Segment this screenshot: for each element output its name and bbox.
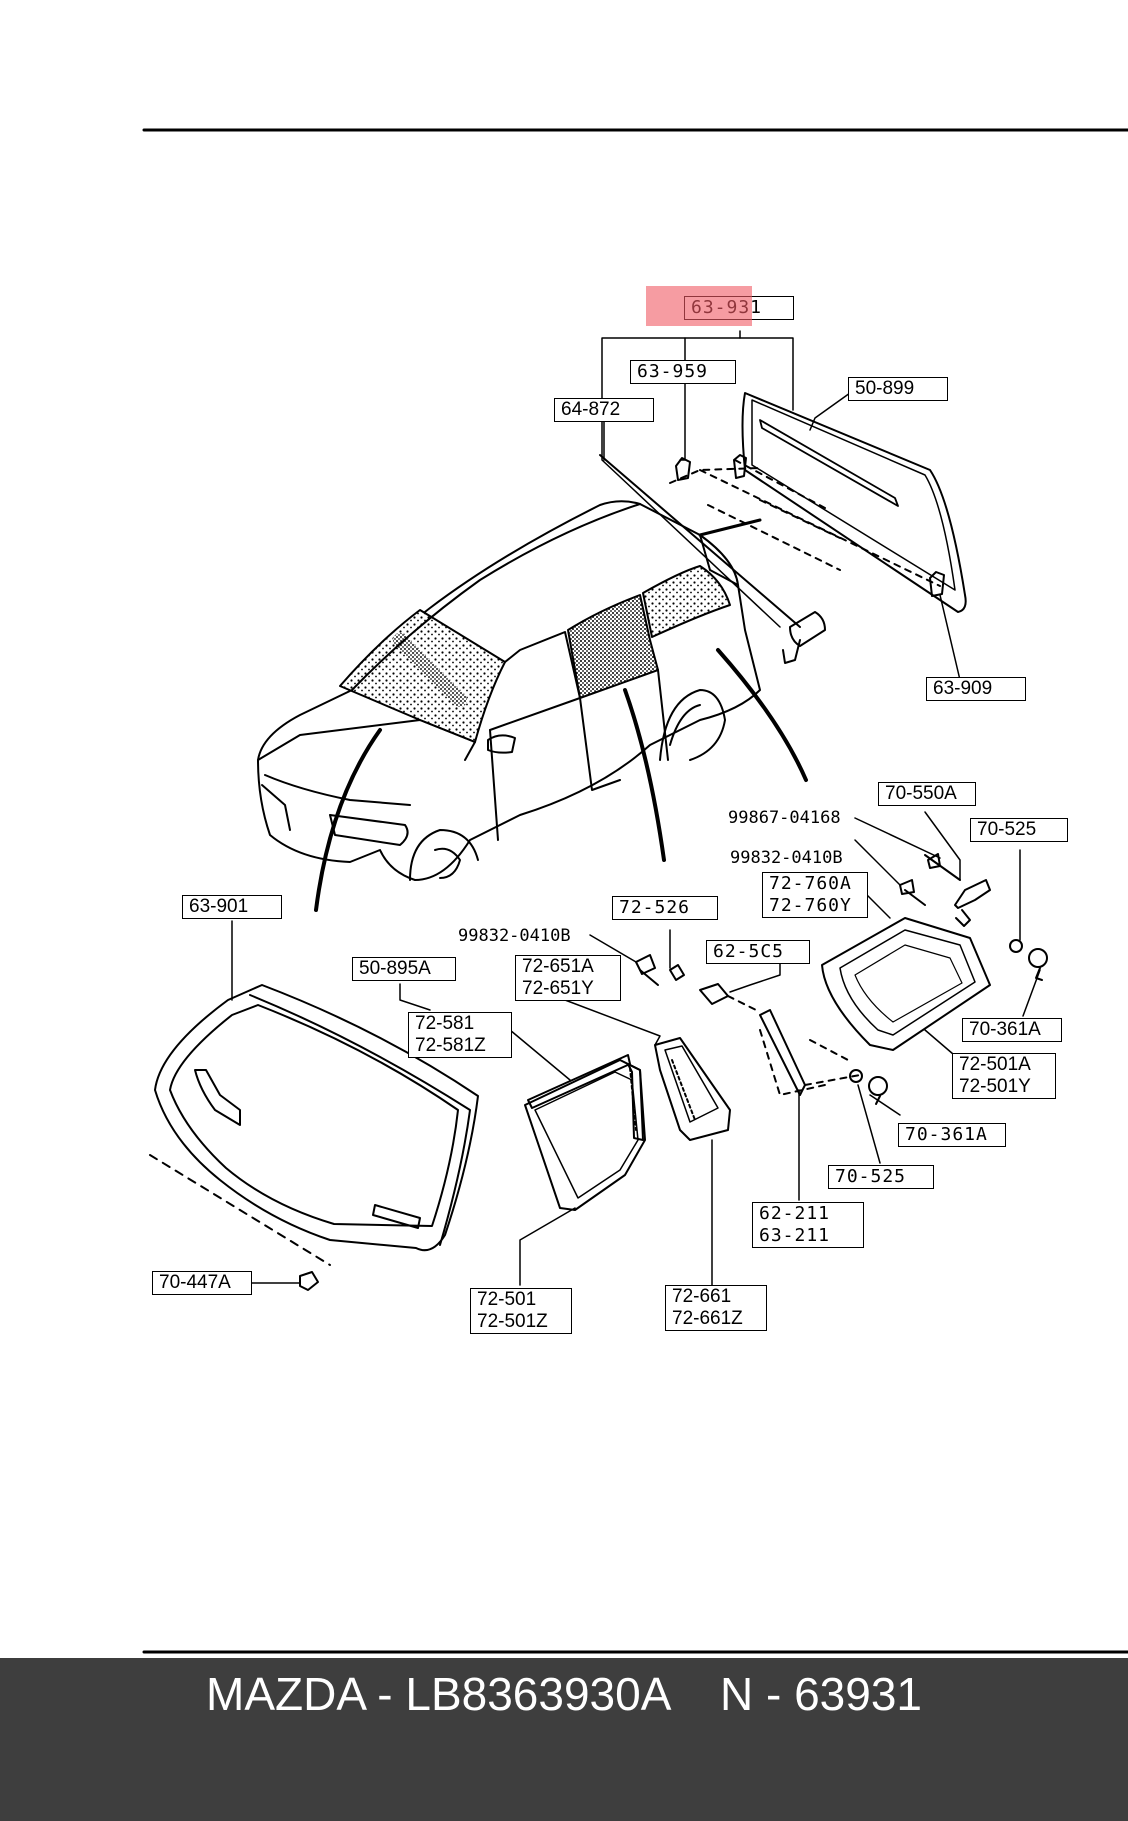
caption-bar bbox=[0, 1658, 1128, 1821]
van-illustration bbox=[257, 500, 761, 881]
middle-side-glass-assembly bbox=[524, 1037, 731, 1211]
part-label-99867-04168: 99867-04168 bbox=[728, 808, 841, 828]
part-label-72-501-line: 72-501 bbox=[477, 1289, 537, 1310]
part-label-70-525-top: 70-525 bbox=[970, 818, 1068, 842]
part-label-70-361A-bot: 70-361A bbox=[898, 1123, 1006, 1147]
part-label-72-581Z: 72-581Z bbox=[415, 1035, 486, 1056]
part-label-63-959: 63-959 bbox=[630, 360, 736, 384]
part-label-62-211-line: 62-211 bbox=[759, 1203, 831, 1224]
part-label-72-501A-line: 72-501A bbox=[959, 1054, 1031, 1075]
part-label-70-525-bot: 70-525 bbox=[828, 1165, 934, 1189]
part-label-72-651Y: 72-651Y bbox=[522, 978, 594, 999]
part-label-62-211: 62-211 63-211 bbox=[752, 1202, 864, 1248]
rear-side-window-glass bbox=[642, 565, 731, 638]
part-label-72-661: 72-661 72-661Z bbox=[665, 1285, 767, 1331]
part-label-72-581: 72-581 72-581Z bbox=[408, 1012, 512, 1058]
part-label-70-361A-top: 70-361A bbox=[962, 1018, 1062, 1042]
part-label-72-501: 72-501 72-501Z bbox=[470, 1288, 572, 1334]
part-label-72-661Z: 72-661Z bbox=[672, 1308, 743, 1329]
part-label-70-447A: 70-447A bbox=[152, 1271, 252, 1295]
part-label-72-501Y: 72-501Y bbox=[959, 1076, 1031, 1097]
part-label-50-899: 50-899 bbox=[848, 377, 948, 401]
part-label-63-909: 63-909 bbox=[926, 677, 1026, 701]
rear-quarter-glass-assembly bbox=[635, 853, 1048, 1105]
part-label-72-651A: 72-651A bbox=[522, 956, 594, 977]
part-label-72-526: 72-526 bbox=[612, 896, 718, 920]
part-label-72-760A: 72-760A bbox=[769, 873, 852, 894]
part-label-72-651: 72-651A 72-651Y bbox=[515, 955, 621, 1001]
part-label-63-931: 63-931 bbox=[684, 296, 794, 320]
windshield-assembly bbox=[149, 984, 479, 1291]
part-label-72-760Y: 72-760Y bbox=[769, 895, 852, 916]
part-label-70-550A: 70-550A bbox=[878, 782, 976, 806]
caption-text: MAZDA - LB8363930A N - 63931 bbox=[206, 1668, 922, 1720]
part-label-63-211: 63-211 bbox=[759, 1225, 831, 1246]
part-label-72-661-line: 72-661 bbox=[672, 1286, 732, 1307]
part-label-64-872: 64-872 bbox=[554, 398, 654, 422]
part-label-63-901: 63-901 bbox=[182, 895, 282, 919]
part-label-99832-0410B-a: 99832-0410B bbox=[730, 848, 843, 868]
part-label-99832-0410B-b: 99832-0410B bbox=[458, 926, 571, 946]
rear-upper-glass-assembly bbox=[599, 392, 967, 664]
part-label-72-501A: 72-501A 72-501Y bbox=[952, 1053, 1056, 1099]
side-window-glass bbox=[567, 594, 659, 699]
part-label-72-760: 72-760A 72-760Y bbox=[762, 872, 868, 918]
part-label-72-501Z: 72-501Z bbox=[477, 1311, 548, 1332]
part-label-50-895A: 50-895A bbox=[352, 957, 456, 981]
part-label-62-5C5: 62-5C5 bbox=[706, 940, 810, 964]
part-label-72-581-line: 72-581 bbox=[415, 1013, 475, 1034]
leader-lines bbox=[231, 330, 1041, 1286]
